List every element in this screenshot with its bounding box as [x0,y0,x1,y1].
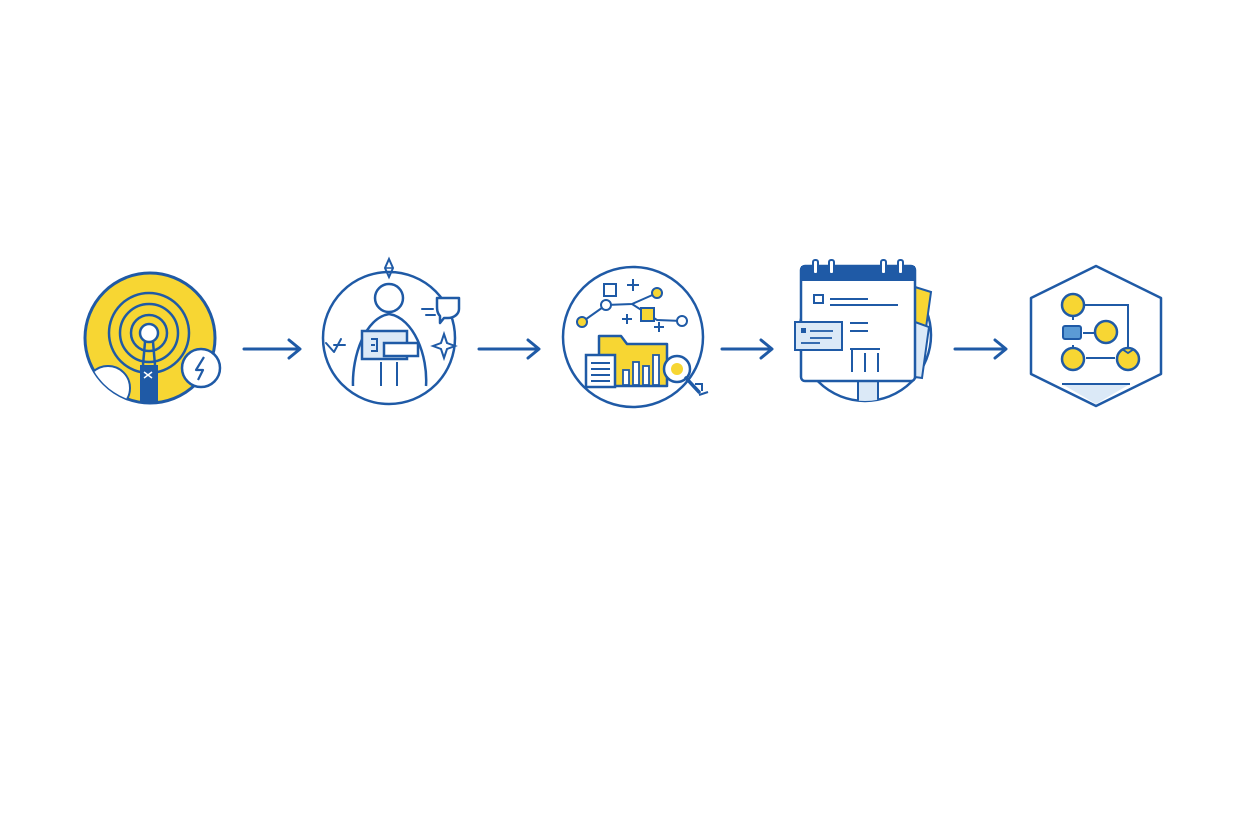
arrow-right-icon [477,338,541,360]
step-1-lightbulb-idea-icon [83,271,222,405]
step-5-workflow-network-icon [1029,264,1163,408]
arrow-right-icon [242,338,302,360]
arrow-right-icon [720,338,774,360]
arrow-right-icon [953,338,1008,360]
step-4-calendar-planning-icon [794,259,933,403]
step-3-data-analysis-folder-icon [561,265,709,409]
step-2-person-presenting-icon [321,256,461,406]
